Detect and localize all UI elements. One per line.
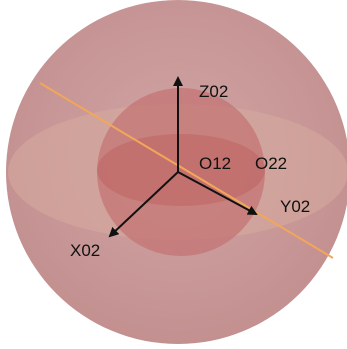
center-outer-label: O22	[255, 154, 287, 173]
inner-sphere	[97, 88, 265, 256]
z-axis-label: Z02	[199, 82, 228, 101]
diagonal-line	[39, 82, 334, 259]
inner-equator-band	[97, 134, 265, 206]
y-axis-arrow	[177, 171, 258, 215]
x-axis-label: X02	[70, 241, 100, 260]
y-axis-label: Y02	[280, 197, 310, 216]
x-axis-arrow	[108, 171, 179, 238]
center-inner-label: O12	[199, 154, 231, 173]
